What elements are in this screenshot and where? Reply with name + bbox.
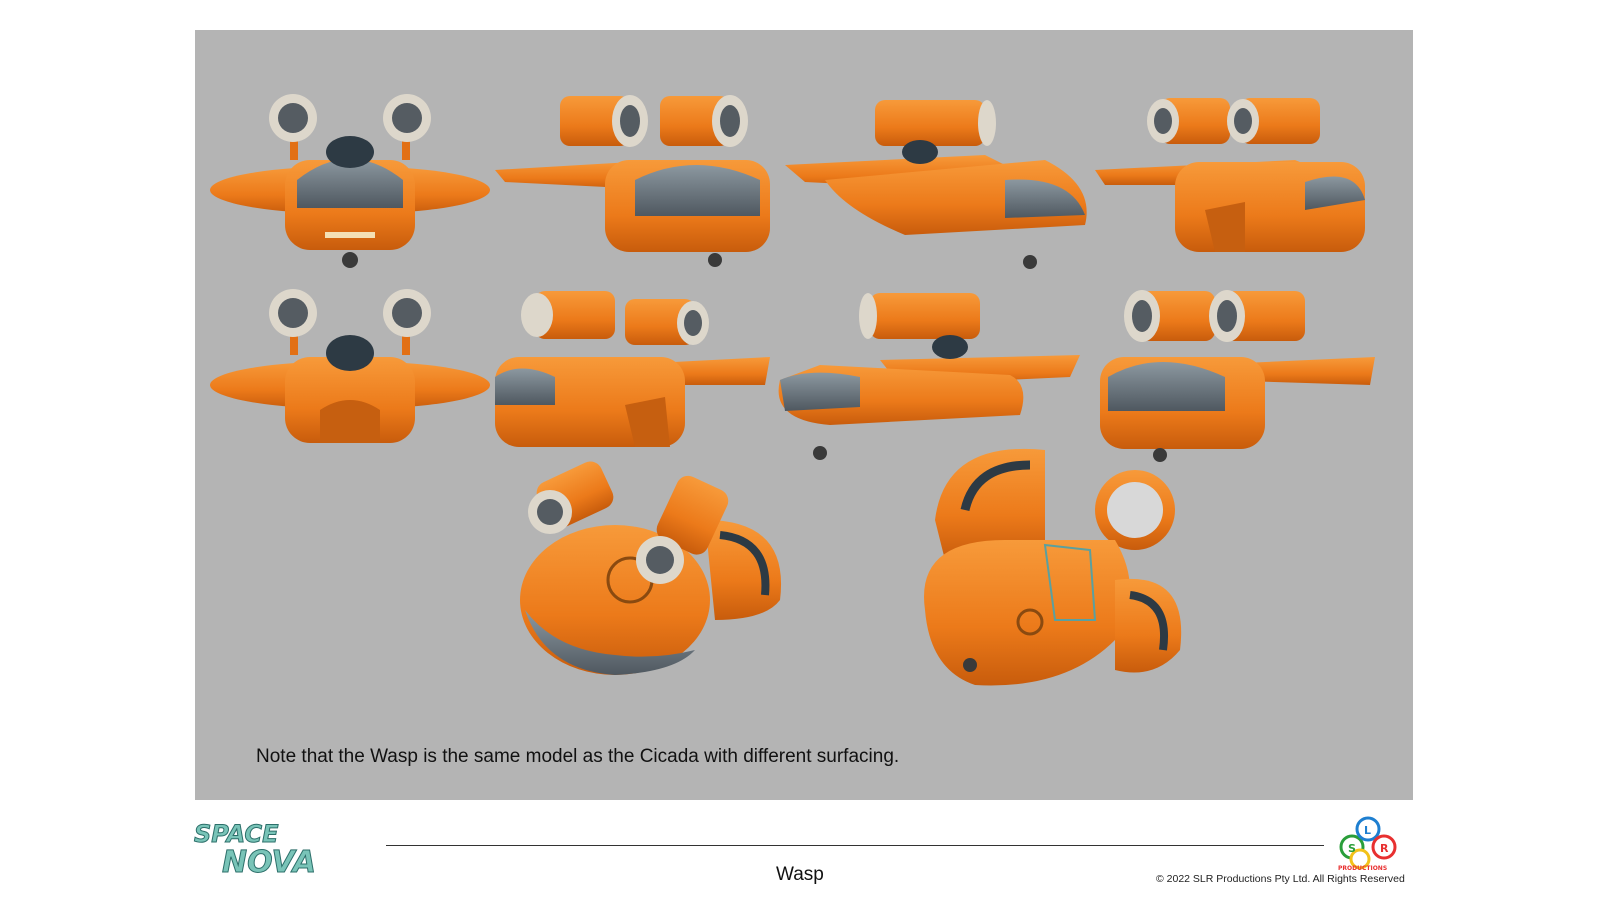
svg-text:NOVA: NOVA <box>222 845 316 880</box>
copyright-notice: © 2022 SLR Productions Pty Ltd. All Righ… <box>1156 873 1405 885</box>
sheet-note: Note that the Wasp is the same model as … <box>256 746 900 767</box>
svg-text:L: L <box>1364 824 1371 837</box>
model-sheet: Note that the Wasp is the same model as … <box>195 30 1413 800</box>
ship-view-right <box>778 293 1080 460</box>
ship-view-front-right <box>1100 290 1375 462</box>
ship-view-top <box>520 461 782 675</box>
svg-text:PRODUCTIONS: PRODUCTIONS <box>1338 865 1387 871</box>
ship-view-front <box>210 94 490 268</box>
ship-view-rear-right <box>495 291 770 447</box>
svg-text:S: S <box>1348 842 1356 855</box>
page-caption: Wasp <box>776 864 824 885</box>
ship-view-rear-left <box>1095 98 1365 252</box>
slr-productions-logo: S L R PRODUCTIONS <box>1338 816 1397 871</box>
ship-view-rear <box>210 289 490 443</box>
space-nova-logo: SPACE NOVA <box>194 820 317 880</box>
footer-divider <box>386 845 1324 846</box>
ship-view-left <box>785 100 1087 269</box>
ship-view-front-left <box>495 95 770 267</box>
svg-text:SPACE: SPACE <box>194 820 279 848</box>
ship-view-bottom <box>924 448 1182 686</box>
svg-text:R: R <box>1380 842 1389 855</box>
